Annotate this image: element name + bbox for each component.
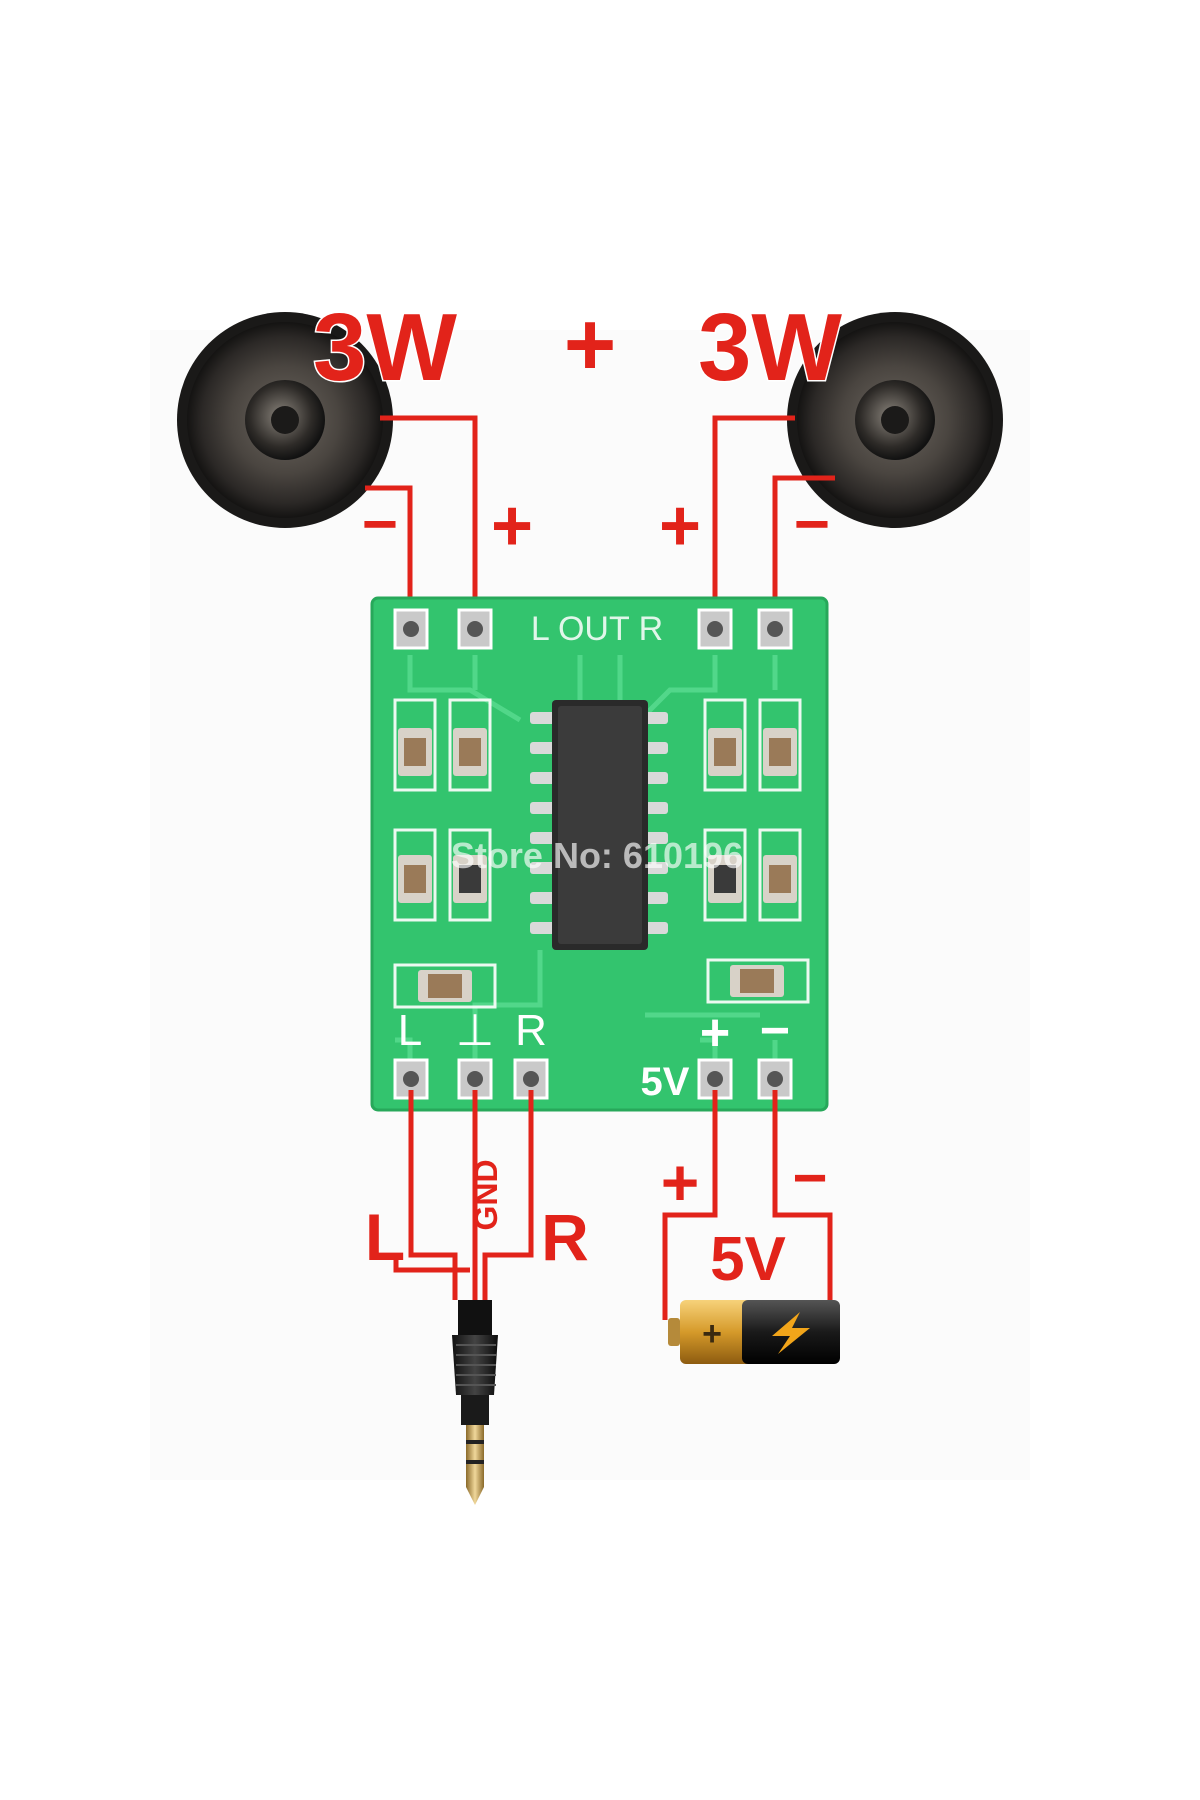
- amplifier-ic: [530, 700, 668, 950]
- power-wires: [662, 1090, 833, 1320]
- board-power-plus-label: +: [700, 1004, 730, 1062]
- right-speaker-wires: [712, 415, 835, 625]
- battery-body-plus-icon: +: [702, 1315, 722, 1353]
- input-right-label: R: [541, 1200, 589, 1274]
- left-speaker-minus-label: −: [362, 490, 398, 559]
- header-plus-label: +: [564, 295, 617, 395]
- battery-minus-label: −: [792, 1144, 827, 1211]
- input-gnd-label: GND: [468, 1159, 504, 1230]
- board-input-label-gnd: ⊥: [456, 1006, 494, 1055]
- board-out-label: L OUT R: [531, 610, 663, 648]
- right-speaker-plus-label: +: [659, 486, 701, 566]
- left-speaker-plus-label: +: [491, 486, 533, 566]
- lightning-icon: [772, 1312, 810, 1354]
- amplifier-board: L OUT R L ⊥ R 5V + − Store No: 610196: [370, 596, 829, 1112]
- board-power-minus-label: −: [760, 1002, 790, 1060]
- right-speaker-minus-label: −: [794, 490, 830, 559]
- left-speaker: [177, 312, 393, 528]
- battery-plus-label: +: [661, 1145, 700, 1219]
- output-pads: [393, 608, 793, 650]
- board-input-label-r: R: [515, 1006, 547, 1055]
- battery-voltage-label: 5V: [710, 1225, 786, 1294]
- input-pads: [393, 1058, 549, 1100]
- board-input-label-l: L: [398, 1006, 422, 1055]
- store-watermark: Store No: 610196: [451, 835, 743, 876]
- left-power-label: 3W: [313, 294, 457, 401]
- audio-jack: [452, 1300, 498, 1505]
- left-speaker-wires: [365, 415, 478, 625]
- board-power-voltage-label: 5V: [641, 1060, 690, 1104]
- input-left-label: L: [365, 1200, 405, 1274]
- right-speaker: [787, 312, 1003, 528]
- input-wires: [393, 1090, 534, 1300]
- battery: +: [668, 1300, 840, 1364]
- right-power-label: 3W: [698, 294, 842, 401]
